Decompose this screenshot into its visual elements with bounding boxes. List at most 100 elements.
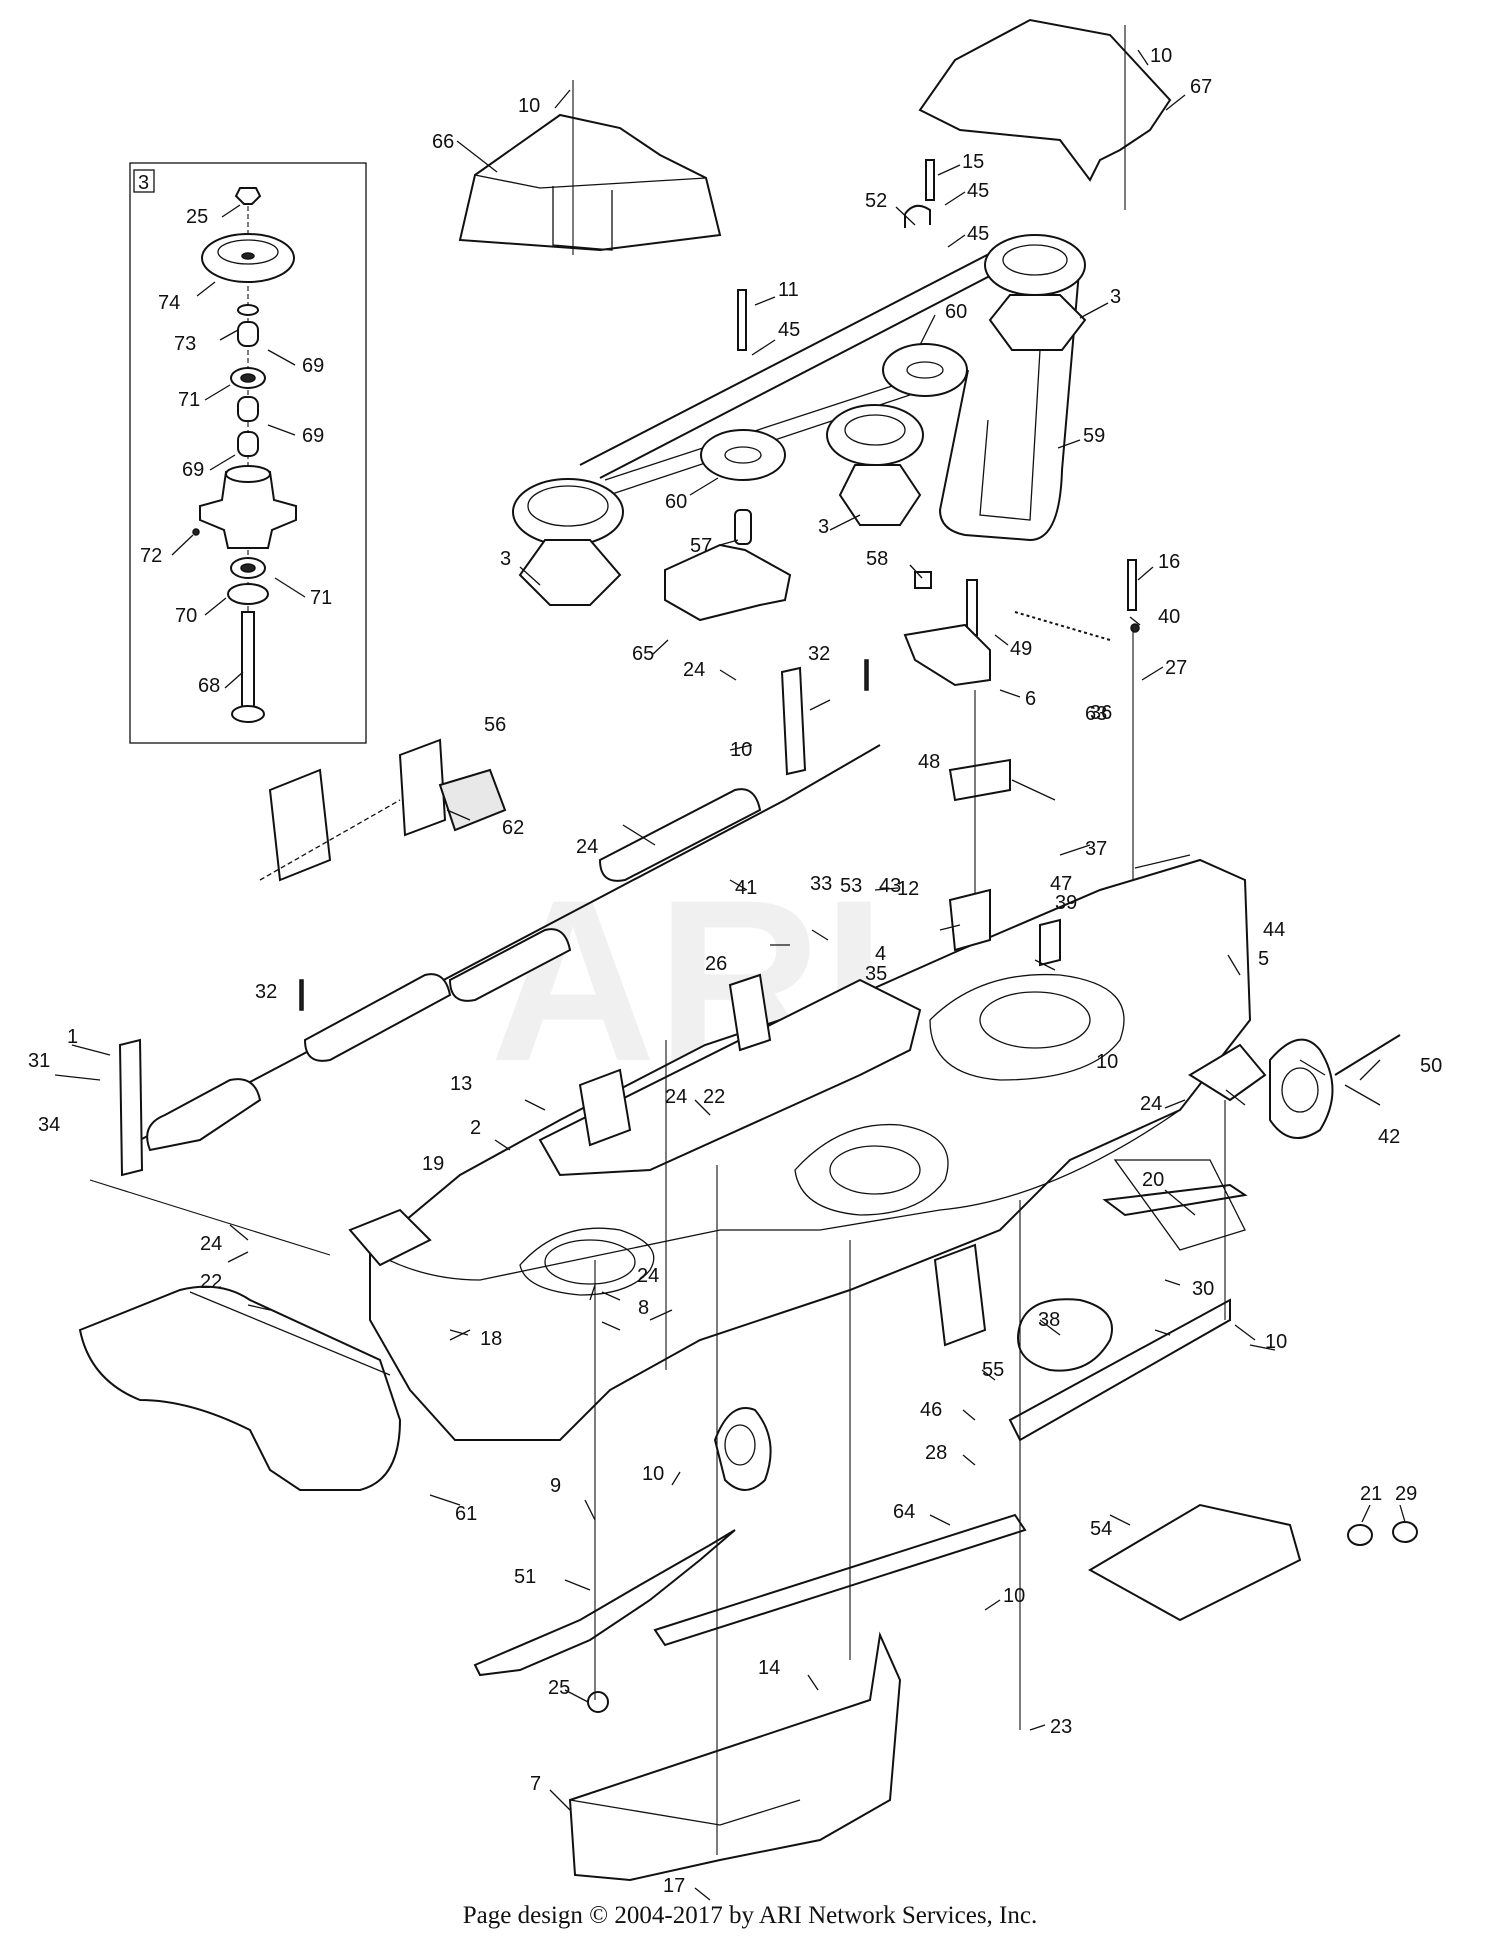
callout: 45 <box>967 180 989 202</box>
callout-labels: 10 66 10 67 15 45 52 45 25 74 73 69 71 6… <box>28 45 1442 1897</box>
callout: 65 <box>632 643 654 665</box>
idler-bracket-icon <box>664 543 792 622</box>
callout: 9 <box>550 1475 561 1497</box>
mower-deck-shell-icon <box>348 858 1401 1491</box>
callout: 10 <box>518 95 540 117</box>
callout: 37 <box>1085 838 1107 860</box>
callout: 1 <box>67 1026 78 1048</box>
callout: 67 <box>1190 76 1212 98</box>
callout: 13 <box>450 1073 472 1095</box>
callout: 52 <box>865 190 887 212</box>
callout: 72 <box>140 545 162 567</box>
callout: 39 <box>1055 892 1077 914</box>
callout: 68 <box>198 675 220 697</box>
callout: 46 <box>920 1399 942 1421</box>
callout: 24 <box>200 1233 222 1255</box>
callout: 24 <box>637 1265 659 1287</box>
callout: 32 <box>255 981 277 1003</box>
callout: 10 <box>1150 45 1172 67</box>
callout: 24 <box>1140 1093 1162 1115</box>
callout: 60 <box>665 491 687 513</box>
callout: 15 <box>962 151 984 173</box>
callout: 66 <box>432 131 454 153</box>
callout: 43 <box>879 875 901 897</box>
roller-front-icon <box>146 1078 262 1152</box>
wheel-bracket-icon <box>933 1243 987 1347</box>
callout: 6 <box>1025 688 1036 710</box>
callout: 32 <box>808 643 830 665</box>
copyright-footer: Page design © 2004-2017 by ARI Network S… <box>462 1902 1038 1929</box>
callout: 8 <box>638 1297 649 1319</box>
belt-shield-left-icon <box>458 80 722 255</box>
lift-link-icon <box>268 768 332 882</box>
deflector-bracket-icon <box>948 888 991 952</box>
inset-box-label: 3 <box>138 172 149 194</box>
callout: 56 <box>484 714 506 736</box>
callout: 63 <box>1085 703 1107 725</box>
callout: 64 <box>893 1501 915 1523</box>
callout: 42 <box>1378 1126 1400 1148</box>
callout: 17 <box>663 1875 685 1897</box>
callout: 24 <box>683 659 705 681</box>
callout: 10 <box>730 739 752 761</box>
callout: 7 <box>530 1773 541 1795</box>
callout: 35 <box>865 963 887 985</box>
idler-pulley-right-icon <box>882 343 968 397</box>
callout: 3 <box>500 548 511 570</box>
idler-hardware <box>664 159 1140 1070</box>
callout: 30 <box>1192 1278 1214 1300</box>
callout: 62 <box>502 817 524 839</box>
callout: 71 <box>310 587 332 609</box>
callout: 4 <box>875 943 886 965</box>
callout: 28 <box>925 1442 947 1464</box>
callout: 74 <box>158 292 180 314</box>
callout: 3 <box>1110 286 1121 308</box>
anti-scalp-roller-assembly <box>118 659 881 1177</box>
spindle-pulley-right-icon <box>984 234 1086 296</box>
callout: 16 <box>1158 551 1180 573</box>
callout: 24 <box>576 836 598 858</box>
leader-lines <box>54 49 1406 1901</box>
callout: 40 <box>1158 606 1180 628</box>
callout: 14 <box>758 1657 780 1679</box>
chute-bracket-icon <box>348 1208 432 1267</box>
callout: 2 <box>470 1117 481 1139</box>
callout: 53 <box>840 875 862 897</box>
callout: 58 <box>866 548 888 570</box>
callout: 21 <box>1360 1483 1382 1505</box>
callout: 11 <box>778 279 799 301</box>
callout: 33 <box>810 873 832 895</box>
callout: 29 <box>1395 1483 1417 1505</box>
callout: 60 <box>945 301 967 323</box>
callout: 51 <box>514 1566 536 1588</box>
roller-rear-icon <box>1017 1298 1113 1372</box>
spindle-nut-icon <box>234 187 262 205</box>
callout: 41 <box>735 877 757 899</box>
callout: 34 <box>38 1114 60 1136</box>
callout: 61 <box>455 1503 477 1525</box>
callout: 69 <box>302 355 324 377</box>
shim-plate-icon <box>948 758 1011 802</box>
discharge-chute-icon <box>78 1285 402 1491</box>
callout: 10 <box>1096 1051 1118 1073</box>
callout: 69 <box>302 425 324 447</box>
callout: 44 <box>1263 919 1285 941</box>
lower-parts <box>473 1503 1418 1882</box>
callout: 45 <box>778 319 800 341</box>
callout: 23 <box>1050 1716 1072 1738</box>
gauge-wheel-axle-icon <box>1102 1183 1248 1217</box>
callout: 50 <box>1420 1055 1442 1077</box>
callout: 36 <box>1090 702 1112 724</box>
callout: 3 <box>818 516 829 538</box>
callout: 27 <box>1165 657 1187 679</box>
lift-spring-icon <box>438 768 507 832</box>
belt-shield-right-icon <box>918 18 1172 210</box>
baffle-plate-icon <box>1008 1298 1231 1442</box>
spacer-icon <box>237 321 259 347</box>
assembly-guide-lines <box>89 1040 1226 1855</box>
callout: 47 <box>1050 873 1072 895</box>
callout: 22 <box>703 1086 725 1108</box>
deck-wheel-left-icon <box>713 1407 772 1491</box>
baffle-icon <box>653 1513 1027 1647</box>
